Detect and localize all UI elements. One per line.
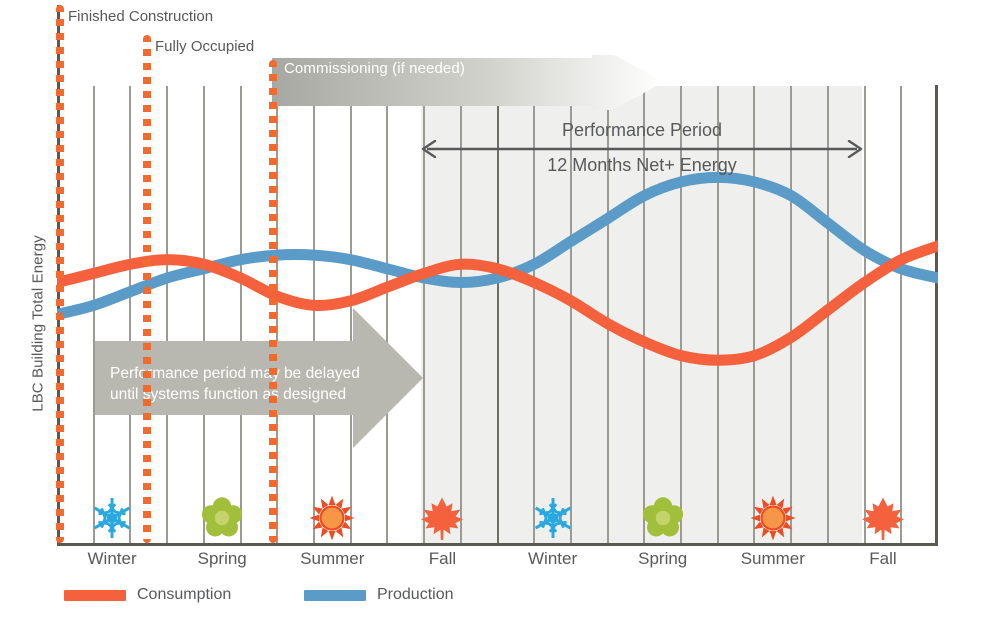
x-tick-label-fall-4: Fall [428, 549, 457, 568]
y-axis-label: LBC Building Total Energy [29, 235, 47, 412]
sun-icon [309, 495, 355, 541]
consumption-curve [51, 240, 944, 366]
gridline [863, 86, 866, 543]
performance-period-span-arrow [418, 139, 866, 159]
x-tick-label-fall-8: Fall [869, 549, 897, 568]
legend-label-consumption: Consumption [137, 586, 232, 603]
gridline [606, 86, 609, 543]
gridline [239, 86, 242, 543]
series-curves [51, 86, 944, 543]
delay-note-text: Performance period may be delayed until … [110, 365, 360, 403]
x-tick-label-summer-3: Summer [300, 549, 365, 568]
gridline [312, 86, 315, 543]
x-tick-label-summer-7: Summer [740, 549, 805, 568]
flower-icon [640, 495, 686, 541]
snowflake-icon [89, 495, 135, 541]
gridline [349, 86, 352, 543]
gridline [496, 86, 499, 543]
x-tick-label-winter-1: Winter [87, 549, 137, 568]
snowflake-icon [530, 495, 576, 541]
gridline [166, 86, 169, 543]
gridline [753, 86, 756, 543]
gridline [716, 86, 719, 543]
leaf-icon [860, 495, 906, 541]
x-tick-label-spring-2: Spring [197, 549, 247, 568]
delay-arrow [95, 308, 423, 448]
commissioning-arrow [272, 55, 664, 110]
performance-period-shading [421, 86, 862, 543]
gridline [92, 86, 95, 543]
gridline [900, 86, 903, 543]
gridline [790, 86, 793, 543]
legend-item-consumption: Consumption [64, 586, 231, 604]
right-axis-line [935, 85, 938, 546]
gridline [569, 86, 572, 543]
legend-swatch-production [304, 589, 366, 601]
gridline [129, 86, 132, 543]
x-tick-label-winter-5: Winter [528, 549, 578, 568]
milestone-line-finished-construction [56, 5, 64, 543]
legend-item-production: Production [304, 586, 454, 604]
milestone-line-fully-occupied [143, 35, 151, 543]
sun-icon [750, 495, 796, 541]
gridline [276, 86, 279, 543]
commissioning-label: Commissioning (if needed) [284, 60, 465, 77]
legend-swatch-consumption [64, 589, 126, 601]
milestone-label-finished-construction: Finished Construction [68, 8, 214, 25]
x-tick-label-spring-6: Spring [638, 549, 688, 568]
x-axis-line [57, 543, 938, 546]
gridline [680, 86, 683, 543]
milestone-line-commissioning [269, 60, 277, 543]
production-curve [51, 171, 944, 320]
legend-label-production: Production [377, 586, 454, 603]
flower-icon [199, 495, 245, 541]
gridline [386, 86, 389, 543]
milestone-label-fully-occupied: Fully Occupied [155, 38, 255, 55]
performance-period-subtitle: 12 Months Net+ Energy [547, 155, 737, 175]
gridline [459, 86, 462, 543]
gridline [643, 86, 646, 543]
leaf-icon [419, 495, 465, 541]
gridline [202, 86, 205, 543]
performance-period-title: Performance Period [561, 120, 723, 140]
gridline [533, 86, 536, 543]
gridline [423, 86, 426, 543]
